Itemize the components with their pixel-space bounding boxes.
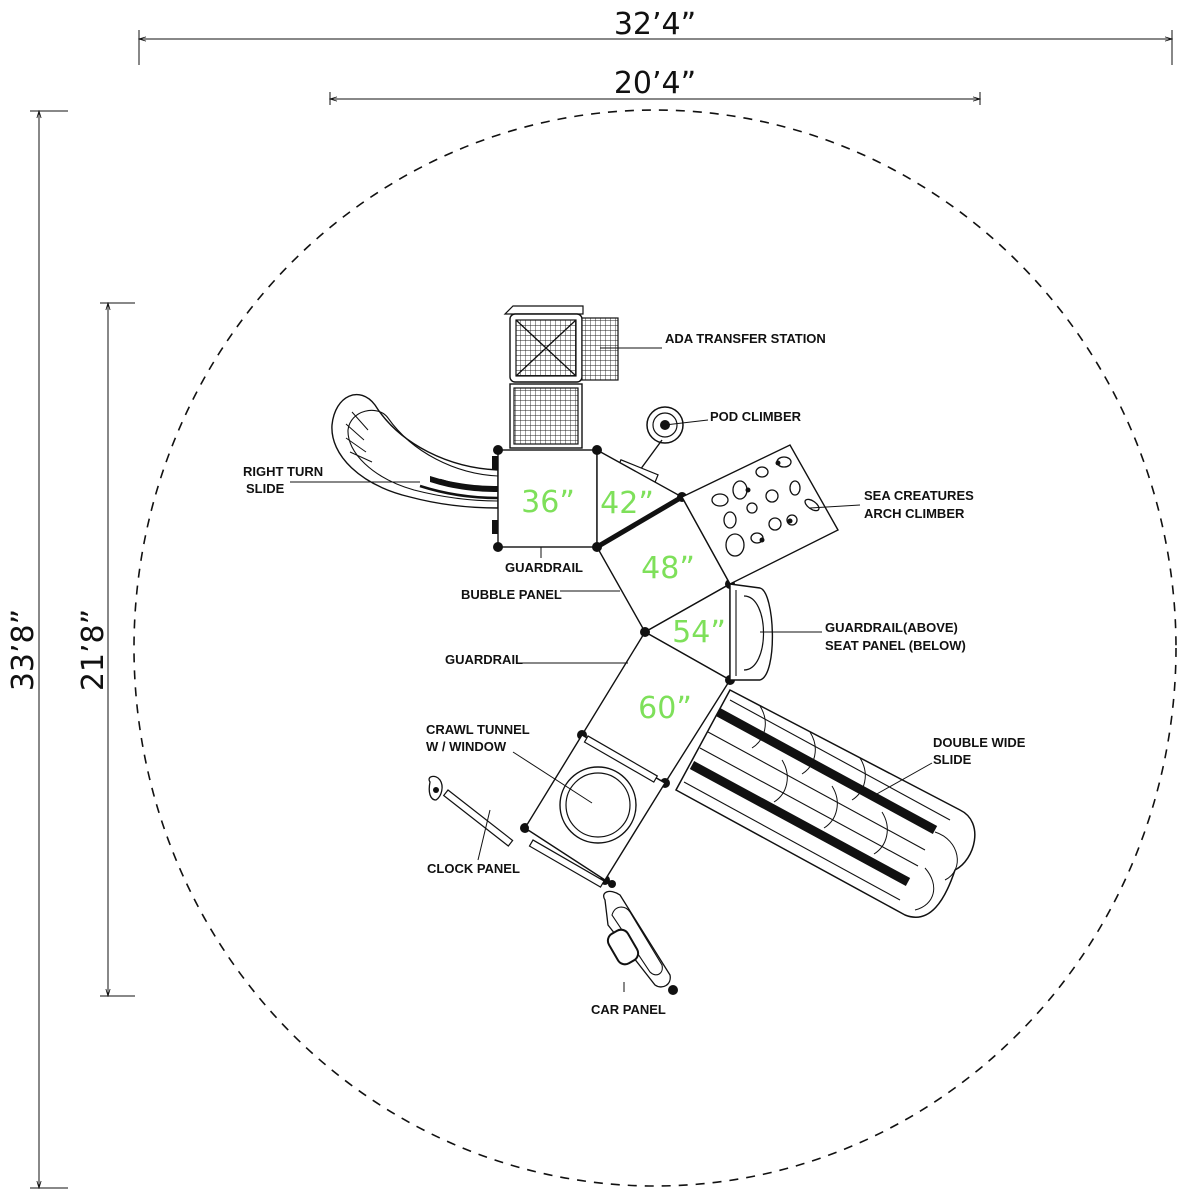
- label-clock-panel: CLOCK PANEL: [427, 861, 520, 876]
- deck-36-label: 36”: [521, 485, 575, 520]
- label-crawl-tunnel-line1: CRAWL TUNNEL: [426, 722, 530, 737]
- dimension-inner-width-label: 20’4”: [614, 66, 696, 101]
- label-pod-climber: POD CLIMBER: [710, 409, 802, 424]
- label-double-wide-line2: SLIDE: [933, 752, 972, 767]
- dimension-inner-height: 21’8”: [76, 303, 135, 996]
- label-sea-creatures-line1: SEA CREATURES: [864, 488, 974, 503]
- dimension-overall-height-label: 33’8”: [6, 609, 41, 691]
- label-car-panel: CAR PANEL: [591, 1002, 666, 1017]
- deck-36: [497, 449, 598, 548]
- deck-54-label: 54”: [672, 615, 726, 650]
- label-bubble-panel: BUBBLE PANEL: [461, 587, 562, 602]
- label-sea-creatures-line2: ARCH CLIMBER: [864, 506, 965, 521]
- dimension-inner-height-label: 21’8”: [76, 609, 111, 691]
- deck-48-label: 48”: [641, 551, 695, 586]
- label-guardrail-above: GUARDRAIL(ABOVE): [825, 620, 958, 635]
- right-turn-slide: [331, 394, 500, 534]
- label-seat-panel-below: SEAT PANEL (BELOW): [825, 638, 966, 653]
- dimension-overall-height: 33’8”: [6, 111, 68, 1188]
- label-right-turn-slide-line2: SLIDE: [246, 481, 285, 496]
- label-crawl-tunnel-line2: W / WINDOW: [426, 739, 507, 754]
- double-wide-slide: [674, 688, 976, 918]
- leader-lines: [290, 347, 933, 992]
- label-right-turn-slide-line1: RIGHT TURN: [243, 464, 323, 479]
- label-guardrail-top: GUARDRAIL: [505, 560, 583, 575]
- deck-60-label: 60”: [638, 691, 692, 726]
- sea-creatures-arch-climber: [681, 444, 839, 585]
- deck-48: [595, 494, 731, 633]
- dimension-overall-width-label: 32’4”: [614, 7, 696, 42]
- ada-transfer-station: [503, 305, 619, 449]
- label-double-wide-line1: DOUBLE WIDE: [933, 735, 1026, 750]
- use-zone-boundary: [133, 109, 1177, 1187]
- crawl-tunnel: [524, 734, 666, 881]
- label-ada-transfer-station: ADA TRANSFER STATION: [665, 331, 826, 346]
- seat-panel: [729, 583, 774, 681]
- label-guardrail-mid: GUARDRAIL: [445, 652, 523, 667]
- clock-panel: [428, 775, 529, 847]
- deck-42-label: 42”: [600, 486, 654, 521]
- car-panel: [528, 839, 671, 988]
- dimension-overall-width: 32’4”: [139, 7, 1172, 65]
- dimension-inner-width: 20’4”: [330, 66, 980, 105]
